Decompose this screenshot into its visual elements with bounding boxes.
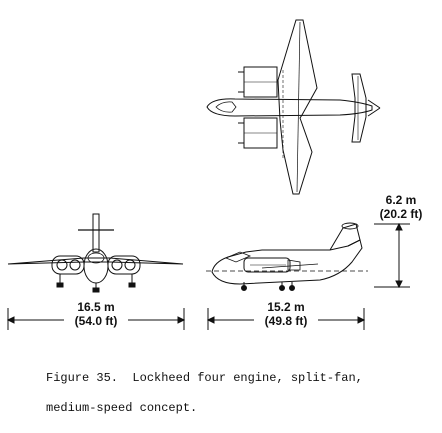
plan-view-tailplane: [351, 73, 367, 143]
side-view-fuselage: [211, 239, 363, 285]
front-view: [7, 213, 184, 293]
length-dimension-line: [206, 308, 366, 330]
height-dimension-line: [374, 222, 410, 289]
span-feet: (54.0 ft): [74, 314, 118, 328]
span-dimension-line: [6, 308, 186, 330]
front-view-engine-right: [107, 255, 141, 275]
caption-line-1: Figure 35. Lockheed four engine, split-f…: [46, 371, 363, 385]
side-view-engines: [243, 257, 291, 273]
span-dimension-label: 16.5 m (54.0 ft): [56, 300, 136, 328]
front-view-fuselage: [83, 248, 109, 284]
side-view: [206, 222, 368, 291]
height-feet: (20.2 ft): [379, 207, 423, 221]
height-dimension-label: 6.2 m (20.2 ft): [366, 193, 436, 221]
length-feet: (49.8 ft): [264, 314, 308, 328]
height-meters: 6.2 m: [385, 193, 417, 207]
plan-view-wing: [277, 19, 318, 195]
caption-line-2: medium-speed concept.: [46, 401, 198, 415]
figure-caption: Figure 35. Lockheed four engine, split-f…: [46, 356, 406, 431]
plan-view-fuselage: [206, 98, 373, 117]
front-view-engine-left: [51, 255, 85, 275]
length-dimension-label: 15.2 m (49.8 ft): [246, 300, 326, 328]
length-meters: 15.2 m: [267, 300, 305, 314]
span-meters: 16.5 m: [77, 300, 115, 314]
plan-view: [206, 19, 381, 195]
front-view-fin: [92, 213, 100, 253]
